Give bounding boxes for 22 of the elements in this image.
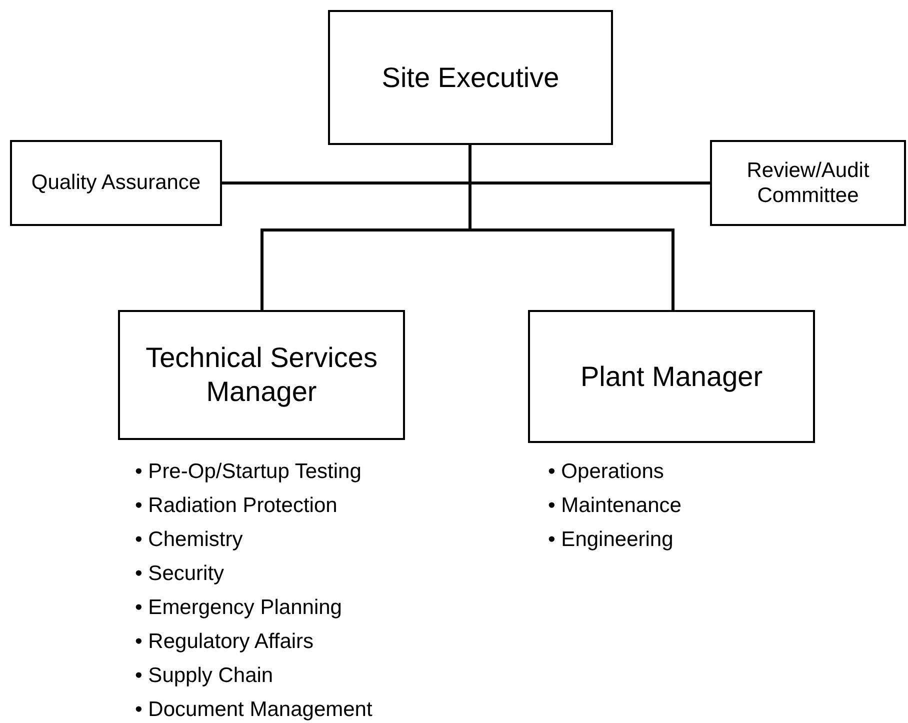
responsibility-item: • Emergency Planning [135,595,343,621]
responsibility-item: • Chemistry [135,527,244,553]
responsibility-item: • Radiation Protection [135,493,338,519]
responsibility-item: • Engineering [548,527,674,553]
org-box [118,310,405,440]
responsibility-item: • Operations [548,459,665,485]
responsibility-item: • Security [135,561,226,587]
responsibility-item: • Document Management [135,697,372,723]
responsibility-item: • Maintenance [548,493,682,519]
connector-line [468,145,674,310]
org-box [528,310,815,443]
role-title: Site Executive [382,60,560,94]
role-title: Review/Audit Committee [746,158,870,208]
role-title: Plant Manager [580,360,763,394]
responsibility-item: • Supply Chain [135,663,274,689]
org-box [10,140,222,226]
role-title: Technical Services Manager [144,341,378,409]
org-box [328,10,613,145]
org-box [710,140,906,226]
responsibility-item: • Pre-Op/Startup Testing [135,459,362,485]
responsibility-item: • Regulatory Affairs [135,629,315,655]
role-title: Quality Assurance [31,170,201,196]
